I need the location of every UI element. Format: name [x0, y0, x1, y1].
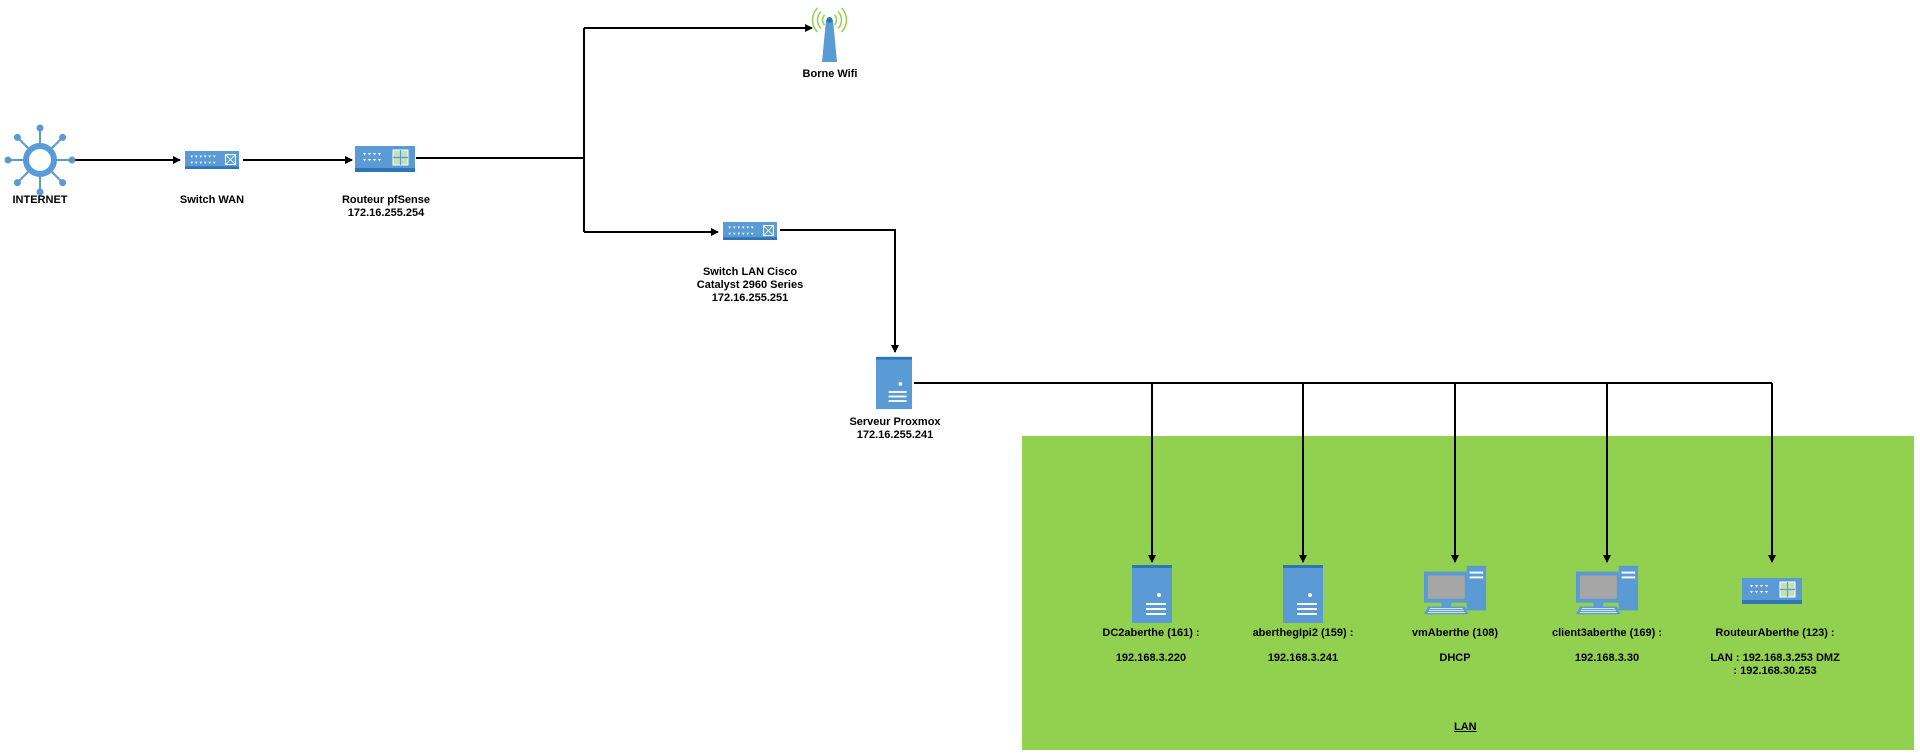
switch-wan-icon[interactable] — [184, 151, 240, 169]
glpi-ip: 192.168.3.241 — [1267, 652, 1339, 664]
routeur-aberthe-label: RouteurAberthe (123) : — [1715, 627, 1835, 639]
switch-wan-label: Switch WAN — [179, 194, 245, 206]
switch-lan-label: Switch LAN Cisco Catalyst 2960 Series 17… — [660, 266, 840, 305]
wifi-access-point-icon[interactable] — [811, 7, 848, 62]
glpi-label: aberthegIpi2 (159) : — [1252, 627, 1354, 639]
routeur-aberthe-ip-line2: : 192.168.30.253 — [1733, 665, 1817, 677]
switch-lan-icon[interactable] — [722, 222, 778, 240]
dc2-label: DC2aberthe (161) : — [1102, 627, 1200, 639]
proxmox-server-icon[interactable] — [876, 356, 912, 410]
lan-zone-title: LAN — [1454, 721, 1477, 733]
routeur-aberthe-ip-line1: LAN : 192.168.3.253 DMZ — [1710, 652, 1840, 664]
switch-lan-name-line1: Switch LAN Cisco — [702, 266, 798, 278]
proxmox-ip: 172.16.255.241 — [856, 429, 934, 441]
internet-label: INTERNET — [12, 194, 68, 206]
client3-label: client3aberthe (169) : — [1551, 627, 1663, 639]
internet-hub-icon[interactable] — [4, 124, 76, 196]
router-pfsense-ip: 172.16.255.254 — [347, 207, 425, 219]
vm-label: vmAberthe (108) — [1411, 627, 1499, 639]
client3-ip: 192.168.3.30 — [1574, 652, 1640, 664]
router-pfsense-icon[interactable] — [354, 146, 416, 172]
dc2-server-icon[interactable] — [1132, 565, 1172, 623]
link-switch-lan-proxmox — [780, 229, 899, 353]
switch-lan-ip: 172.16.255.251 — [711, 292, 789, 304]
dc2-ip: 192.168.3.220 — [1115, 652, 1187, 664]
proxmox-name: Serveur Proxmox — [849, 416, 941, 428]
routeur-aberthe-icon[interactable] — [1741, 578, 1803, 604]
routeur-aberthe-ip: LAN : 192.168.3.253 DMZ : 192.168.30.253 — [1680, 652, 1870, 678]
switch-lan-name-line2: Catalyst 2960 Series — [696, 279, 804, 291]
proxmox-label: Serveur Proxmox 172.16.255.241 — [820, 416, 970, 442]
router-pfsense-label: Routeur pfSense 172.16.255.254 — [318, 194, 454, 220]
vm-ip: DHCP — [1439, 652, 1471, 664]
router-pfsense-name: Routeur pfSense — [341, 194, 430, 206]
glpi-server-icon[interactable] — [1283, 565, 1323, 623]
wifi-label: Borne Wifi — [802, 68, 858, 80]
client3-workstation-icon[interactable] — [1576, 565, 1639, 615]
vm-workstation-icon[interactable] — [1424, 565, 1487, 615]
